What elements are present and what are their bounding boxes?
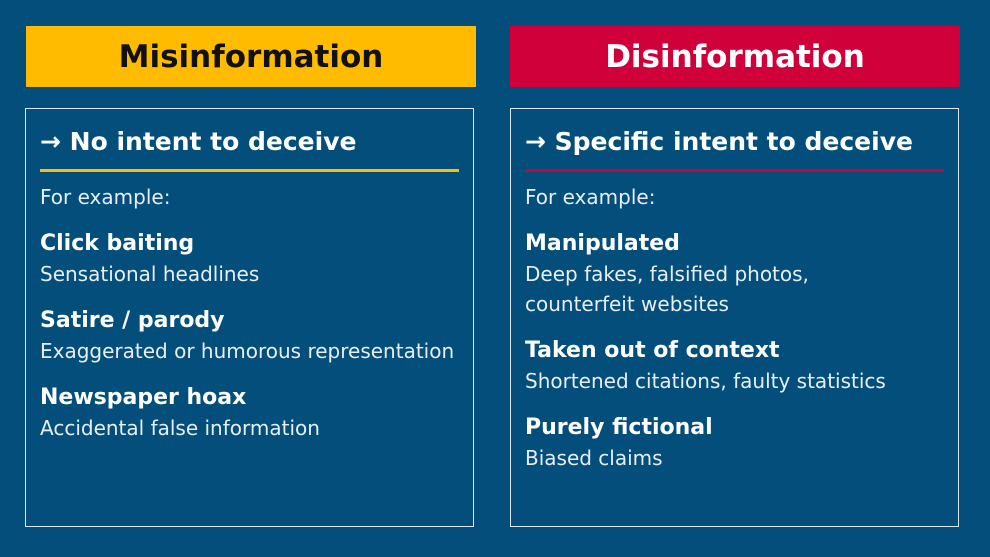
disinformation-panel: → Specific intent to deceive For example… [510, 108, 959, 527]
item-title: Newspaper hoax [40, 385, 247, 410]
misinformation-header: Misinformation [26, 26, 476, 87]
item-title: Taken out of context [525, 338, 780, 363]
example-label: For example: [40, 185, 171, 209]
divider [525, 169, 944, 172]
disinformation-header: Disinformation [510, 26, 960, 87]
intent-heading: → Specific intent to deceive [525, 127, 913, 156]
item-title: Click baiting [40, 231, 195, 256]
item-title: Manipulated [525, 231, 680, 256]
item-desc: Accidental false information [40, 416, 320, 440]
item-desc: Sensational headlines [40, 262, 260, 286]
divider [40, 169, 459, 172]
item-desc: Shortened citations, faulty statistics [525, 369, 886, 393]
example-label: For example: [525, 185, 656, 209]
intent-heading: → No intent to deceive [40, 127, 357, 156]
item-title: Purely fictional [525, 415, 713, 440]
item-desc: Deep fakes, falsified photos, counterfei… [525, 262, 809, 316]
item-desc: Exaggerated or humorous representation [40, 339, 455, 363]
item-title: Satire / parody [40, 308, 225, 333]
item-desc: Biased claims [525, 446, 663, 470]
misinformation-panel: → No intent to deceive For example: Clic… [25, 108, 474, 527]
